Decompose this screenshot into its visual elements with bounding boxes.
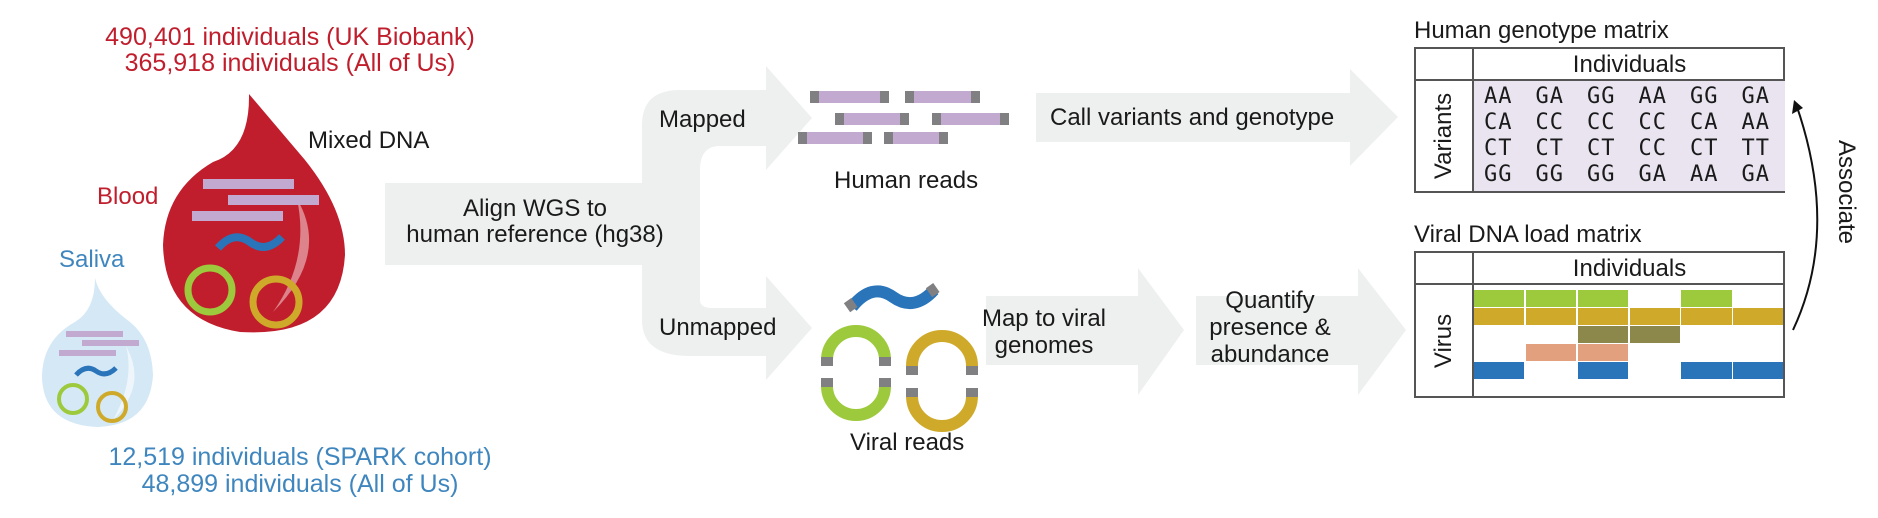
align-step-line-1: Align WGS to (462, 195, 608, 222)
genotype-cell: GA (1741, 162, 1770, 187)
genotype-cell: AA (1638, 84, 1667, 109)
genotype-cell: CC (1587, 110, 1616, 135)
matrix-divider (1416, 283, 1783, 285)
viral-reads-label: Viral reads (850, 429, 965, 456)
saliva-cohort-2: 48,899 individuals (All of Us) (141, 470, 459, 498)
virus-presence-cell (1525, 308, 1577, 325)
blood-cohort-2: 365,918 individuals (All of Us) (124, 49, 456, 77)
viral-matrix-title: Viral DNA load matrix (1414, 221, 1642, 248)
saliva-cohort-1: 12,519 individuals (SPARK cohort) (108, 443, 492, 471)
genotype-cell: CT (1484, 136, 1513, 161)
mixed-dna-label: Mixed DNA (308, 127, 430, 154)
read-segment (810, 91, 889, 103)
saliva-label: Saliva (59, 246, 125, 273)
genotype-cell: CT (1535, 136, 1564, 161)
matrix-divider (1472, 49, 1474, 191)
read-segment (932, 113, 1009, 125)
virus-presence-cell (1474, 362, 1525, 379)
virus-presence-cell (1733, 308, 1784, 325)
genotype-cell: GG (1587, 84, 1616, 109)
virus-presence-cell (1577, 362, 1628, 379)
viral-matrix: Individuals Virus (1414, 251, 1785, 398)
virus-presence-cell (1525, 344, 1577, 361)
viral-grid (1474, 285, 1785, 396)
genotype-cell: CC (1535, 110, 1564, 135)
quantify-line-3: abundance (1210, 341, 1330, 368)
viral-row-header: Virus (1430, 313, 1458, 369)
genotype-cell: GA (1638, 162, 1667, 187)
genotype-cell: CC (1638, 136, 1667, 161)
genotype-cell: CA (1484, 110, 1513, 135)
genotype-cell: CT (1587, 136, 1616, 161)
virus-presence-cell (1733, 362, 1784, 379)
map-viral-arrow (986, 268, 1184, 395)
read-segment (798, 132, 872, 144)
genotype-cell: GG (1535, 162, 1564, 187)
human-reads-label: Human reads (834, 167, 979, 194)
genotype-cell: AA (1690, 162, 1719, 187)
virus-presence-cell (1525, 290, 1577, 307)
read-segment (884, 132, 948, 144)
viral-row-header-cell: Virus (1416, 285, 1472, 396)
genotype-cell: CT (1690, 136, 1719, 161)
virus-presence-cell (1681, 290, 1732, 307)
saliva-drop-icon (42, 278, 153, 427)
genotype-col-header: Individuals (1572, 51, 1687, 78)
human-reads-icon (798, 91, 1009, 144)
mapped-label: Mapped (659, 106, 746, 133)
genotype-cell: GA (1741, 84, 1770, 109)
map-viral-line-2: genomes (994, 332, 1094, 359)
blood-label: Blood (97, 183, 159, 210)
virus-presence-cell (1577, 344, 1628, 361)
genotype-cell: AA (1484, 84, 1513, 109)
call-variants-label: Call variants and genotype (1050, 104, 1335, 131)
map-viral-line-1: Map to viral (981, 305, 1107, 332)
unmapped-label: Unmapped (659, 314, 777, 341)
virus-presence-cell (1577, 326, 1628, 343)
genotype-cell: CC (1638, 110, 1667, 135)
associate-label: Associate (1832, 139, 1860, 245)
blood-cohort-1: 490,401 individuals (UK Biobank) (105, 23, 475, 51)
genotype-cell: AA (1741, 110, 1770, 135)
matrix-divider (1416, 79, 1783, 81)
genotype-cell: CA (1690, 110, 1719, 135)
virus-presence-cell (1577, 308, 1628, 325)
genotype-row-header: Variants (1430, 92, 1458, 180)
quantify-line-1: Quantify (1225, 287, 1315, 314)
virus-presence-cell (1629, 308, 1680, 325)
virus-presence-cell (1474, 308, 1525, 325)
read-segment (835, 113, 909, 125)
align-flow-arrow (385, 66, 812, 380)
virus-presence-cell (1629, 326, 1680, 343)
genotype-cell: GG (1587, 162, 1616, 187)
align-step-line-2: human reference (hg38) (406, 221, 664, 248)
genotype-row-header-cell: Variants (1416, 81, 1472, 191)
genotype-cell: GG (1484, 162, 1513, 187)
matrix-divider (1472, 253, 1474, 396)
viral-col-header: Individuals (1572, 255, 1687, 282)
genotype-cell: GA (1535, 84, 1564, 109)
blood-drop-icon (163, 94, 345, 333)
virus-presence-cell (1577, 290, 1628, 307)
associate-arrow (1792, 100, 1819, 331)
genotype-cell: TT (1741, 136, 1770, 161)
quantify-arrow (1196, 268, 1406, 395)
virus-presence-cell (1681, 308, 1732, 325)
read-segment (905, 91, 980, 103)
virus-presence-cell (1474, 290, 1525, 307)
virus-presence-cell (1681, 362, 1732, 379)
quantify-line-2: presence & (1209, 314, 1331, 341)
genotype-matrix-title: Human genotype matrix (1414, 17, 1669, 44)
genotype-cell: GG (1690, 84, 1719, 109)
viral-reads-icon (821, 283, 978, 432)
call-variants-arrow (1036, 69, 1398, 166)
